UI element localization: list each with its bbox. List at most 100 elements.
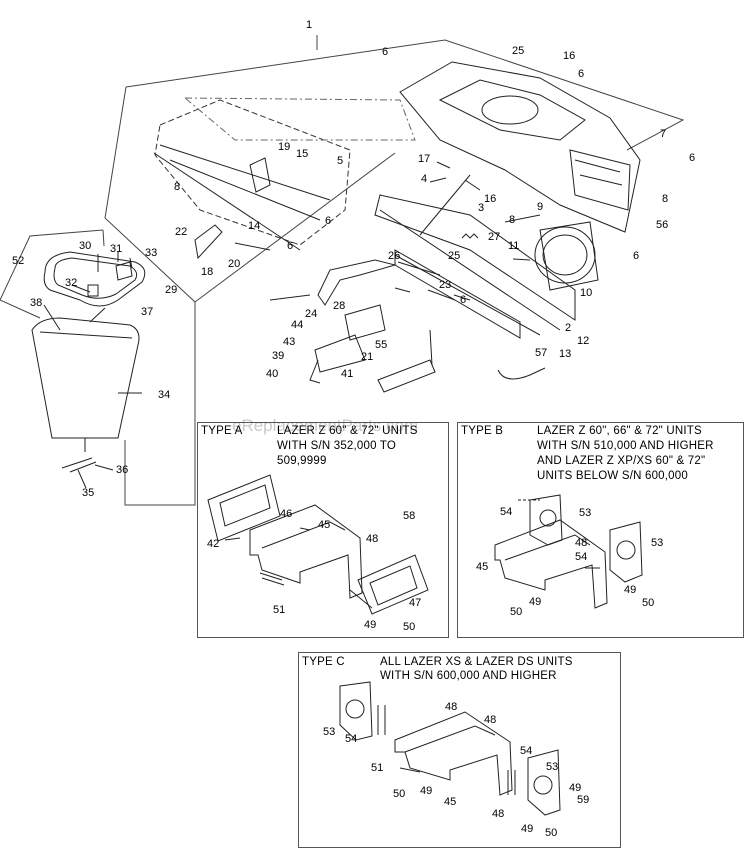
callout-49: 49 [624, 584, 637, 596]
callout-25: 25 [512, 45, 525, 57]
callout-17: 17 [418, 153, 431, 165]
callout-38: 38 [30, 297, 43, 309]
callout-54: 54 [520, 745, 533, 757]
callout-53: 53 [651, 537, 664, 549]
callout-49: 49 [364, 619, 377, 631]
callout-59: 59 [577, 794, 590, 806]
type-c-label: TYPE C [302, 656, 345, 668]
callout-49: 49 [521, 823, 534, 835]
callout-32: 32 [65, 277, 78, 289]
callout-20: 20 [228, 258, 241, 270]
callout-56: 56 [656, 219, 669, 231]
callout-25: 25 [448, 250, 461, 262]
callout-6: 6 [325, 215, 332, 227]
callout-6: 6 [578, 68, 585, 80]
callout-50: 50 [545, 827, 558, 839]
type-b-title-line3: AND LAZER Z XP/XS 60" & 72" [537, 455, 706, 467]
type-c-title-line2: WITH S/N 600,000 AND HIGHER [380, 670, 557, 682]
watermark: eReplacementParts.com [232, 416, 419, 435]
callout-50: 50 [510, 606, 523, 618]
callout-29: 29 [165, 284, 178, 296]
callout-23: 23 [439, 279, 452, 291]
callout-49: 49 [529, 596, 542, 608]
callout-21: 21 [361, 351, 374, 363]
callout-41: 41 [341, 368, 354, 380]
callout-18: 18 [201, 266, 214, 278]
callout-36: 36 [116, 464, 129, 476]
callout-24: 24 [305, 308, 318, 320]
callout-19: 19 [278, 141, 291, 153]
callout-51: 51 [371, 762, 384, 774]
type-c-panel [298, 652, 621, 848]
callout-12: 12 [577, 335, 590, 347]
callout-13: 13 [559, 348, 572, 360]
callout-8: 8 [174, 181, 181, 193]
callout-54: 54 [500, 506, 513, 518]
callout-37: 37 [141, 306, 154, 318]
callout-8: 8 [662, 193, 669, 205]
callout-49: 49 [569, 782, 582, 794]
callout-34: 34 [158, 389, 171, 401]
callout-53: 53 [323, 726, 336, 738]
callout-48: 48 [366, 533, 379, 545]
type-b-panel [457, 422, 744, 638]
callout-53: 53 [579, 507, 592, 519]
type-b-title-line4: UNITS BELOW S/N 600,000 [537, 470, 688, 482]
callout-55: 55 [375, 339, 388, 351]
callout-54: 54 [575, 551, 588, 563]
type-b-label: TYPE B [461, 425, 504, 437]
callout-31: 31 [110, 243, 123, 255]
callout-6: 6 [382, 46, 389, 58]
callout-45: 45 [476, 561, 489, 573]
callout-46: 46 [280, 508, 293, 520]
callout-9: 9 [537, 201, 544, 213]
callout-54: 54 [345, 733, 358, 745]
callout-48: 48 [445, 701, 458, 713]
callout-22: 22 [175, 226, 188, 238]
callout-33: 33 [145, 247, 158, 259]
callout-52: 52 [12, 255, 25, 267]
callout-16: 16 [484, 193, 497, 205]
callout-57: 57 [535, 347, 548, 359]
callout-26: 26 [388, 250, 401, 262]
callout-30: 30 [79, 240, 92, 252]
callout-43: 43 [283, 336, 296, 348]
callout-28: 28 [333, 300, 346, 312]
callout-45: 45 [318, 519, 331, 531]
callout-50: 50 [403, 621, 416, 633]
callout-6: 6 [460, 294, 467, 306]
type-b-title-line2: WITH S/N 510,000 AND HIGHER [537, 440, 714, 452]
type-a-label: TYPE A [201, 425, 243, 437]
callout-6: 6 [689, 152, 696, 164]
type-a-title-line3: 509,9999 [277, 455, 327, 467]
callout-2: 2 [565, 322, 572, 334]
type-a-title-line2: WITH S/N 352,000 TO [277, 440, 397, 452]
callout-48: 48 [575, 537, 588, 549]
callout-5: 5 [337, 155, 344, 167]
callout-27: 27 [488, 231, 501, 243]
callout-50: 50 [393, 788, 406, 800]
callout-3: 3 [478, 202, 485, 214]
type-a-panel [197, 422, 449, 638]
callout-1: 1 [306, 19, 313, 31]
callout-45: 45 [444, 796, 457, 808]
type-b-title-line1: LAZER Z 60", 66" & 72" UNITS [537, 425, 702, 437]
callout-10: 10 [580, 287, 593, 299]
callout-15: 15 [296, 148, 309, 160]
callout-6: 6 [633, 250, 640, 262]
callout-58: 58 [403, 510, 416, 522]
callout-8: 8 [509, 214, 516, 226]
callout-14: 14 [248, 220, 261, 232]
callout-6: 6 [287, 240, 294, 252]
type-a-title-line1: LAZER Z 60" & 72" UNITS [277, 425, 418, 437]
callout-35: 35 [82, 487, 95, 499]
callout-51: 51 [273, 604, 286, 616]
callout-4: 4 [421, 173, 428, 185]
callout-49: 49 [420, 785, 433, 797]
callout-50: 50 [642, 597, 655, 609]
type-c-title-line1: ALL LAZER XS & LAZER DS UNITS [380, 656, 573, 668]
callout-11: 11 [508, 240, 520, 252]
callout-47: 47 [409, 597, 422, 609]
callout-48: 48 [484, 714, 497, 726]
